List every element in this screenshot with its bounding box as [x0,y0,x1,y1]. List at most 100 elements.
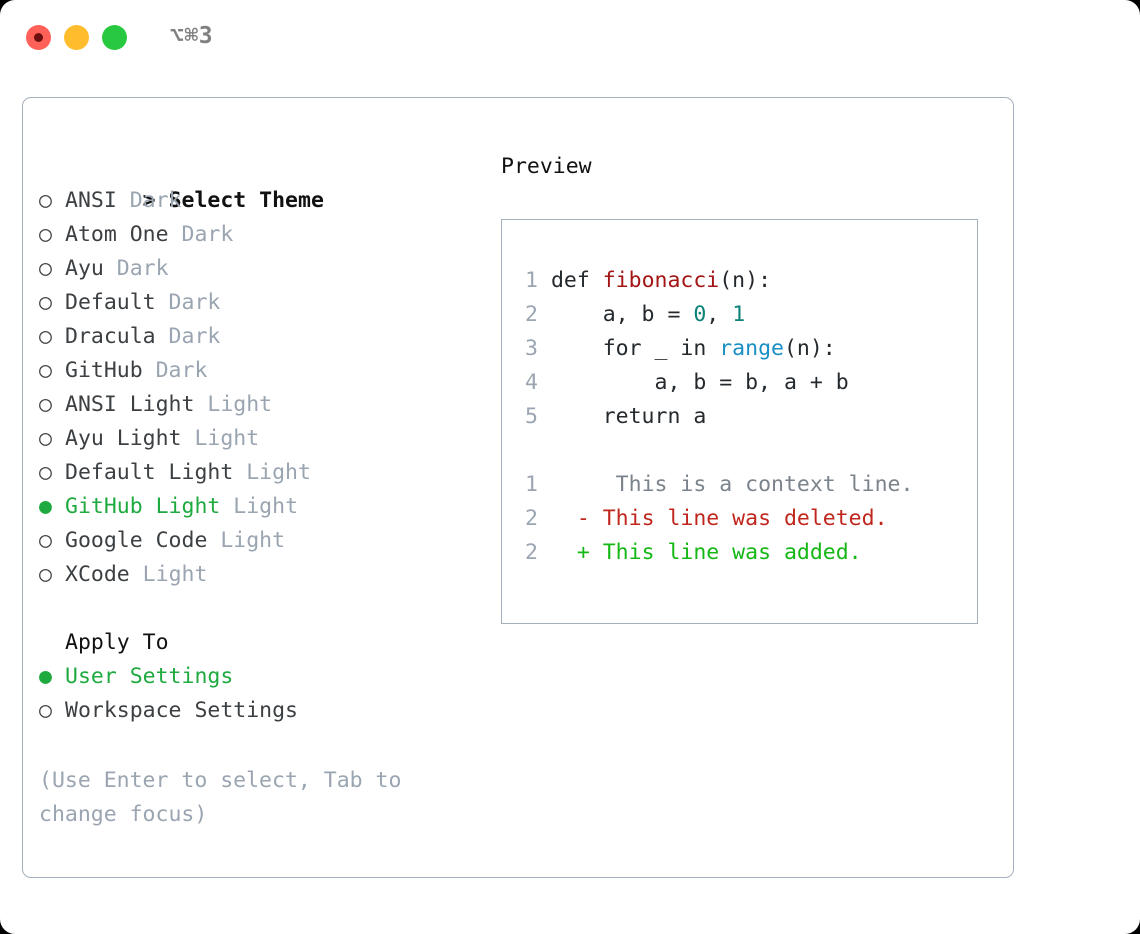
apply-to-list: ● User Settings ○ Workspace Settings [39,660,479,728]
theme-variant-badge: Dark [116,188,182,213]
code-token: fibonacci [602,268,720,293]
theme-name: GitHub [65,358,143,383]
theme-name: GitHub Light [65,494,221,519]
code-token: for _ in [550,336,720,361]
theme-list-header-label: Select Theme [168,188,324,213]
theme-name: Ayu [65,256,104,281]
theme-list-item[interactable]: ○ ANSI Light Light [39,388,479,422]
code-line: 2 a, b = 0, 1 [516,298,971,332]
theme-list-item[interactable]: ○ Ayu Dark [39,252,479,286]
code-line: 5 return a [516,400,971,434]
radio-unselected-icon: ○ [39,460,52,485]
theme-list-item[interactable]: ○Ayu Light Light [39,422,479,456]
list-spacer [39,592,479,626]
radio-unselected-icon: ○ [39,222,52,247]
theme-picker-card: >Select Theme ○ANSI Dark○Atom One Dark○A… [22,97,1014,878]
radio-unselected-icon: ○ [39,562,52,587]
theme-variant-badge: Light [129,562,208,587]
theme-name: Default [65,290,156,315]
diff-line: 2 + This line was added. [516,536,971,570]
apply-to-label: Workspace Settings [65,698,298,723]
theme-name: Google Code [65,528,208,553]
theme-variant-badge: Dark [155,290,221,315]
code-line: 4 a, b = b, a + b [516,366,971,400]
diff-line: 1 This is a context line. [516,468,971,502]
theme-list-item[interactable]: ○ Dracula Dark [39,320,479,354]
line-number: 5 [525,404,538,429]
code-token: (n): [719,268,772,293]
line-number: 2 [525,302,538,327]
apply-to-item[interactable]: ○ Workspace Settings [39,694,479,728]
theme-list-item[interactable]: ○ Google Code Light [39,524,479,558]
code-line: 3 for _ in range(n): [516,332,971,366]
radio-unselected-icon: ○ [39,698,52,723]
theme-variant-badge: Light [194,392,273,417]
theme-list-item[interactable]: ●GitHub Light Light [39,490,479,524]
close-button[interactable] [26,25,51,50]
diff-sign: + [576,540,590,565]
keyboard-hint-text: (Use Enter to select, Tab to change focu… [39,768,402,827]
theme-name: Ayu Light [65,426,182,451]
radio-unselected-icon: ○ [39,358,52,383]
theme-variant-badge: Dark [142,358,208,383]
theme-list-item[interactable]: ○ Default Light Light [39,456,479,490]
theme-variant-badge: Dark [168,222,234,247]
theme-name: ANSI Light [65,392,195,417]
code-diff-spacer [516,434,971,468]
radio-unselected-icon: ○ [39,392,52,417]
theme-variant-badge: Light [207,528,286,553]
maximize-button[interactable] [102,25,127,50]
theme-list-item[interactable]: ○ Default Dark [39,286,479,320]
diff-text: This line was deleted. [589,506,888,531]
radio-unselected-icon: ○ [39,188,52,213]
code-token: range [719,336,784,361]
diff-sample: 1 This is a context line.2 - This line w… [516,468,971,570]
theme-name: Atom One [65,222,169,247]
line-number: 2 [525,506,538,531]
theme-list-header: > Select Theme [39,150,479,213]
diff-line: 2 - This line was deleted. [516,502,971,536]
radio-unselected-icon: ○ [39,324,52,349]
radio-unselected-icon: ○ [39,290,52,315]
line-number: 1 [525,472,538,497]
radio-selected-icon: ● [39,664,52,689]
theme-list-item[interactable]: ○ANSI Dark [39,184,479,218]
apply-to-label: User Settings [65,664,234,689]
theme-variant-badge: Dark [155,324,221,349]
theme-name: Dracula [65,324,156,349]
prompt-caret-icon: > [142,188,156,213]
apply-to-item[interactable]: ● User Settings [39,660,479,694]
apply-to-heading: Apply To [65,630,169,655]
theme-list-item[interactable]: ○ GitHub Dark [39,354,479,388]
line-number: 4 [525,370,538,395]
theme-list-item[interactable]: ○ Atom One Dark [39,218,479,252]
theme-variant-badge: Light [233,460,311,485]
preview-heading: Preview [501,154,592,179]
theme-variant-badge: Dark [103,256,169,281]
theme-list: ○ANSI Dark○Atom One Dark○Ayu Dark○Defaul… [39,184,479,592]
diff-sign [577,472,590,497]
code-token: 1 [732,302,746,327]
diff-text: This line was added. [589,540,862,565]
code-token: a, b = b, a + b [550,370,849,395]
theme-name: Default Light [65,460,234,485]
radio-unselected-icon: ○ [39,426,52,451]
theme-list-item[interactable]: ○ XCode Light [39,558,479,592]
preview-panel: Preview 1 def fibonacci(n): 2 a, b = 0, 1… [501,150,991,624]
minimize-button[interactable] [64,25,89,50]
line-number: 2 [525,540,538,565]
code-token: a, b = [550,302,694,327]
code-token: def [550,268,603,293]
keyboard-shortcut-label: ⌥⌘3 [170,23,214,49]
title-bar: ⌥⌘3 [0,0,1140,78]
radio-unselected-icon: ○ [39,528,52,553]
theme-name: XCode [65,562,130,587]
radio-unselected-icon: ○ [39,256,52,281]
diff-sign: - [576,506,590,531]
code-token: , [706,302,733,327]
code-token: 0 [693,302,707,327]
